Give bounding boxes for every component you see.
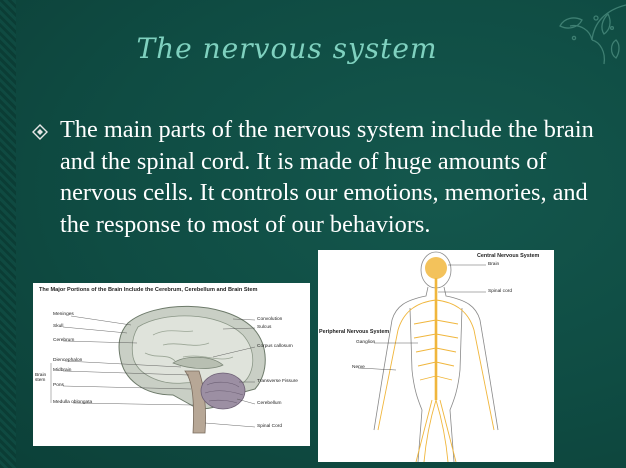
label-transverse-fissure: Transverse Fissure xyxy=(257,379,298,384)
label-cerebrum: Cerebrum xyxy=(53,338,75,343)
label-brain: Brain xyxy=(488,262,500,267)
brain-diagram-image: The Major Portions of the Brain Include … xyxy=(33,283,310,446)
label-nerve: Nerve xyxy=(352,365,365,370)
body-nervous-system-illustration xyxy=(357,251,499,462)
label-midbrain: Midbrain xyxy=(53,368,72,373)
nervous-system-diagram-image: Central Nervous System Brain Spinal cord… xyxy=(318,250,554,462)
label-convolution: Convolution xyxy=(257,317,283,322)
slide-title: The nervous system xyxy=(136,32,438,65)
label-meninges: Meninges xyxy=(53,312,74,317)
slide-body-text: The main parts of the nervous system inc… xyxy=(60,116,594,238)
label-spinal-cord-ns: Spinal cord xyxy=(488,289,512,294)
label-spinal-cord: Spinal Cord xyxy=(257,424,283,429)
label-peripheral-nervous-system: Peripheral Nervous System xyxy=(319,329,390,335)
label-pons: Pons xyxy=(53,383,64,388)
label-sulcus: Sulcus xyxy=(257,325,272,330)
label-brain-stem: Brain stem xyxy=(35,373,47,383)
floral-ornament-icon xyxy=(559,4,626,65)
label-central-nervous-system: Central Nervous System xyxy=(477,253,540,259)
diamond-bullet-icon xyxy=(32,124,48,140)
brain-diagram-caption: The Major Portions of the Brain Include … xyxy=(39,287,258,293)
label-ganglion: Ganglion xyxy=(356,340,376,345)
decorative-border xyxy=(0,0,16,468)
label-corpus-callosum: Corpus callosum xyxy=(257,344,293,349)
label-cerebellum: Cerebellum xyxy=(257,401,282,406)
label-diencephalon: Diencephalon xyxy=(53,358,83,363)
label-medulla-oblongata: Medulla oblongata xyxy=(53,400,93,405)
brain-illustration xyxy=(50,305,266,434)
label-skull: Skull xyxy=(53,324,64,329)
